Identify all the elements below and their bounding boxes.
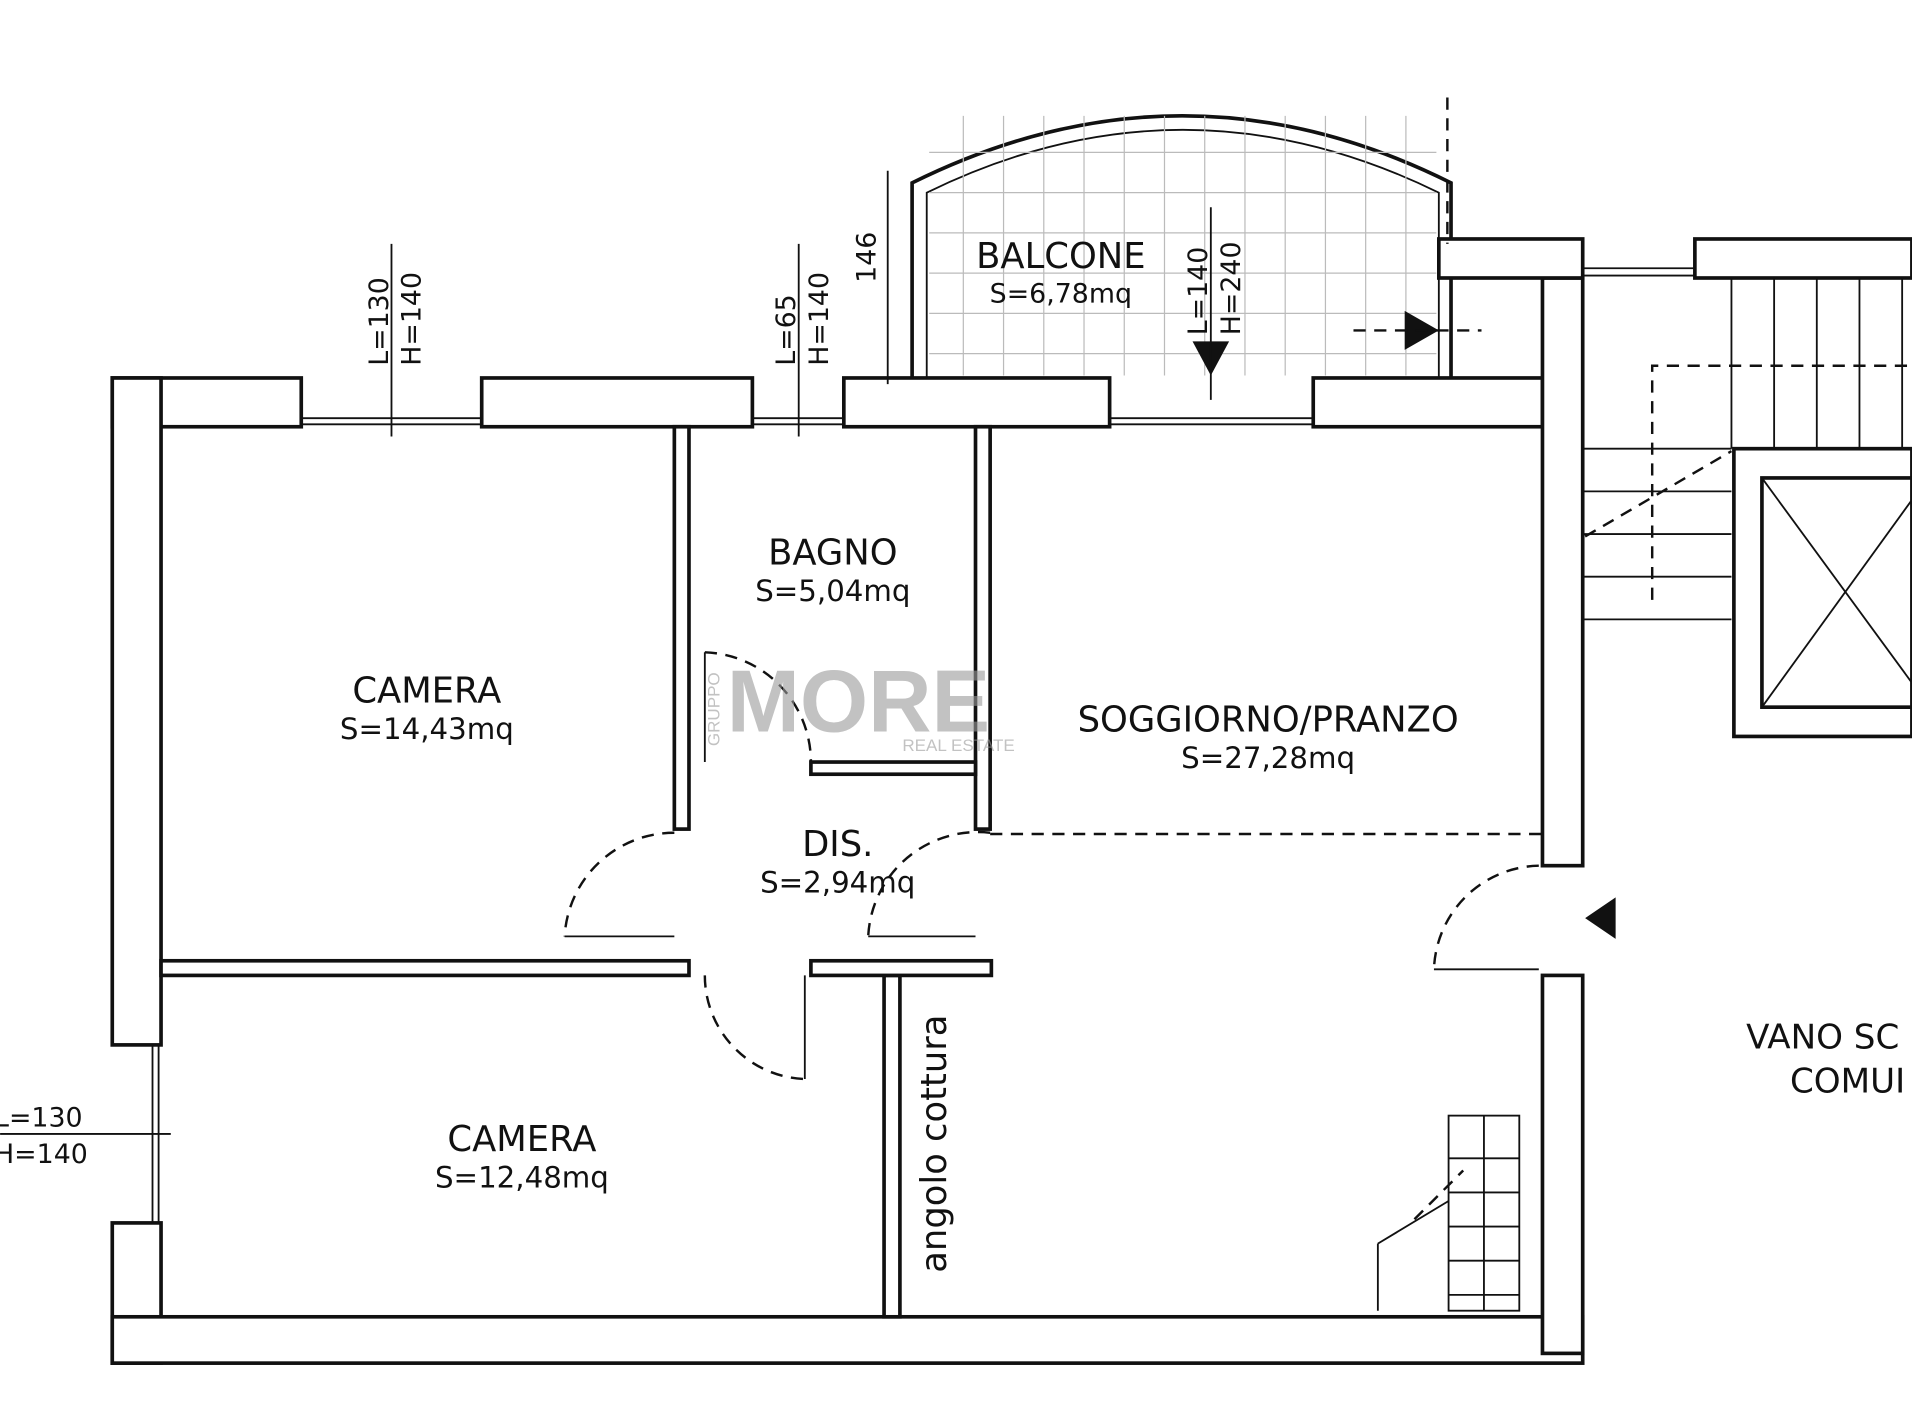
opening-2-h: H=140 [804,272,835,366]
opening-3-l: L=140 [1183,247,1214,336]
room-name-bagno: BAGNO [768,533,897,574]
walls [110,237,1912,1365]
room-area-dis: S=2,94mq [760,865,915,899]
opening-1-h: H=140 [397,272,428,366]
opening-4-l: L=130 [0,1103,83,1134]
watermark-logo: MORE REAL ESTATE GRUPPO [704,653,1014,756]
room-name-balcone: BALCONE [976,236,1145,277]
svg-text:MORE: MORE [727,653,990,751]
svg-text:GRUPPO: GRUPPO [704,672,723,746]
opening-2-l: L=65 [771,294,802,366]
room-name-camera-2: CAMERA [447,1119,596,1160]
opening-3-h: H=240 [1216,241,1247,335]
common-area-line2: COMUI [1790,1061,1905,1101]
room-area-bagno: S=5,04mq [755,574,910,608]
kitchen-corner-label: angolo cottura [914,1015,955,1273]
balcony-depth: 146 [852,232,883,283]
room-name-soggiorno: SOGGIORNO/PRANZO [1078,700,1459,741]
opening-4-h: H=140 [0,1139,88,1170]
room-name-camera-1: CAMERA [352,670,501,711]
room-name-dis: DIS. [802,824,873,865]
room-area-balcone: S=6,78mq [990,278,1132,309]
common-area-line1: VANO SC [1746,1018,1899,1058]
opening-dimensions: L=130 H=140 L=65 H=140 L=140 H=240 L=130… [0,170,1247,1170]
room-area-camera-1: S=14,43mq [340,712,514,746]
stairwell [1376,277,1912,1312]
svg-text:REAL ESTATE: REAL ESTATE [902,736,1014,755]
room-area-camera-2: S=12,48mq [435,1161,609,1195]
room-area-soggiorno: S=27,28mq [1181,741,1355,775]
opening-1-l: L=130 [364,277,395,366]
